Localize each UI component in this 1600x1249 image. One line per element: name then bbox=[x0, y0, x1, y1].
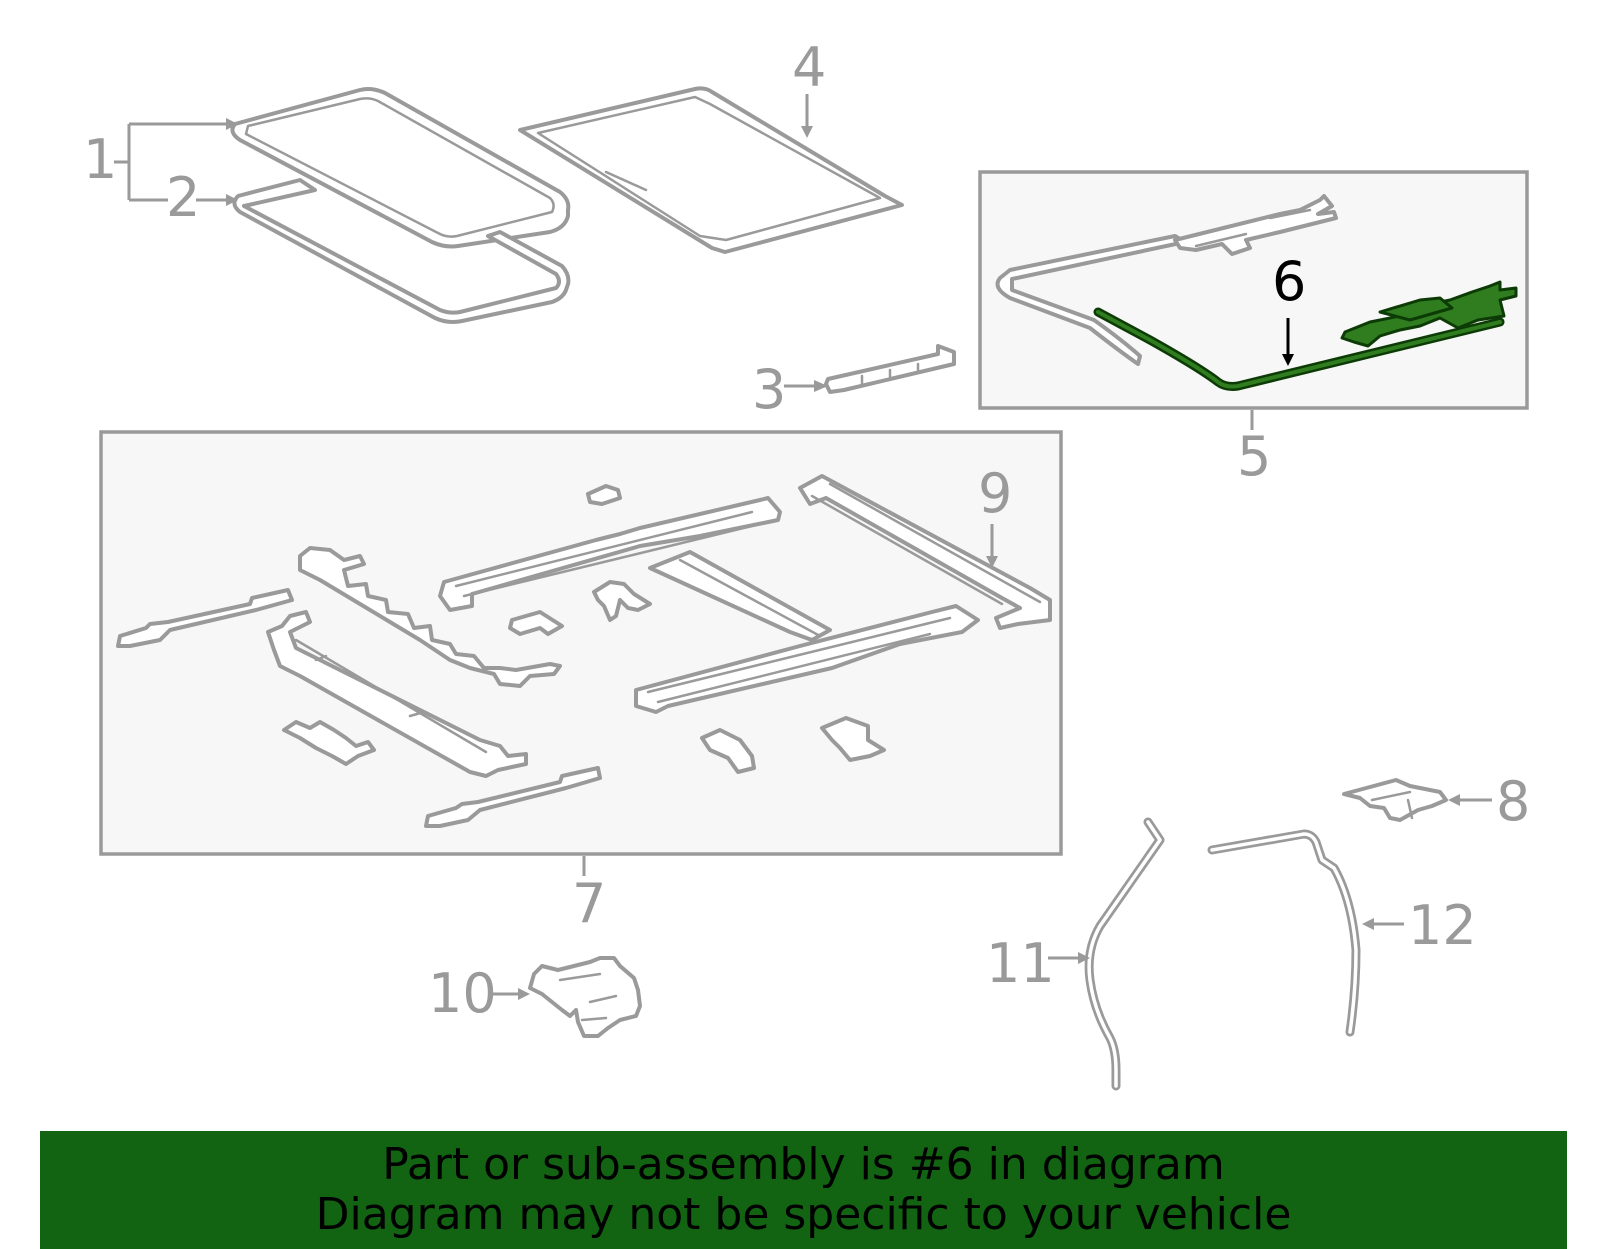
callout-2: 2 bbox=[166, 166, 238, 229]
part-2-weatherstrip[interactable] bbox=[232, 178, 571, 324]
callout-number-7: 7 bbox=[572, 872, 606, 935]
part-4-sunshade[interactable] bbox=[518, 86, 904, 254]
callout-number-12: 12 bbox=[1408, 894, 1477, 957]
callout-number-4: 4 bbox=[792, 36, 826, 99]
callout-3: 3 bbox=[752, 358, 828, 421]
callout-9: 9 bbox=[978, 462, 1012, 568]
callout-number-5: 5 bbox=[1237, 425, 1271, 488]
callout-number-11: 11 bbox=[986, 932, 1055, 995]
assembly-box-7 bbox=[99, 430, 1063, 856]
part-8-bracket[interactable] bbox=[1342, 778, 1448, 822]
callout-5: 5 bbox=[1237, 410, 1271, 488]
part-12-drain-hose[interactable] bbox=[1207, 829, 1361, 1037]
callout-11: 11 bbox=[986, 932, 1090, 995]
callout-number-10: 10 bbox=[428, 962, 497, 1025]
callout-number-2: 2 bbox=[166, 166, 200, 229]
banner-line-2: Diagram may not be specific to your vehi… bbox=[315, 1189, 1292, 1240]
callout-1: 1 bbox=[83, 118, 238, 202]
banner-line-1: Part or sub-assembly is #6 in diagram bbox=[382, 1139, 1225, 1190]
banner-background bbox=[40, 1131, 1567, 1249]
callout-number-9: 9 bbox=[978, 462, 1012, 525]
info-banner: Part or sub-assembly is #6 in diagram Di… bbox=[40, 1131, 1567, 1249]
part-10-sunroof-motor[interactable] bbox=[528, 956, 642, 1038]
part-1-glass-panel[interactable] bbox=[230, 87, 571, 249]
callout-6: 6 bbox=[1272, 250, 1306, 366]
callout-10: 10 bbox=[428, 962, 530, 1025]
part-3-wind-deflector[interactable] bbox=[824, 344, 956, 394]
callout-7: 7 bbox=[572, 856, 606, 935]
callout-number-1: 1 bbox=[83, 128, 117, 191]
callout-12: 12 bbox=[1362, 894, 1477, 957]
part-6-drive-cable-assembly[interactable] bbox=[1093, 280, 1518, 391]
part-11-drain-hose[interactable] bbox=[1084, 817, 1165, 1091]
callout-number-6: 6 bbox=[1272, 250, 1306, 313]
assembly-box-5 bbox=[978, 170, 1529, 410]
callout-number-3: 3 bbox=[752, 358, 786, 421]
callout-8: 8 bbox=[1448, 770, 1530, 833]
callout-4: 4 bbox=[792, 36, 826, 138]
callout-number-8: 8 bbox=[1496, 770, 1530, 833]
